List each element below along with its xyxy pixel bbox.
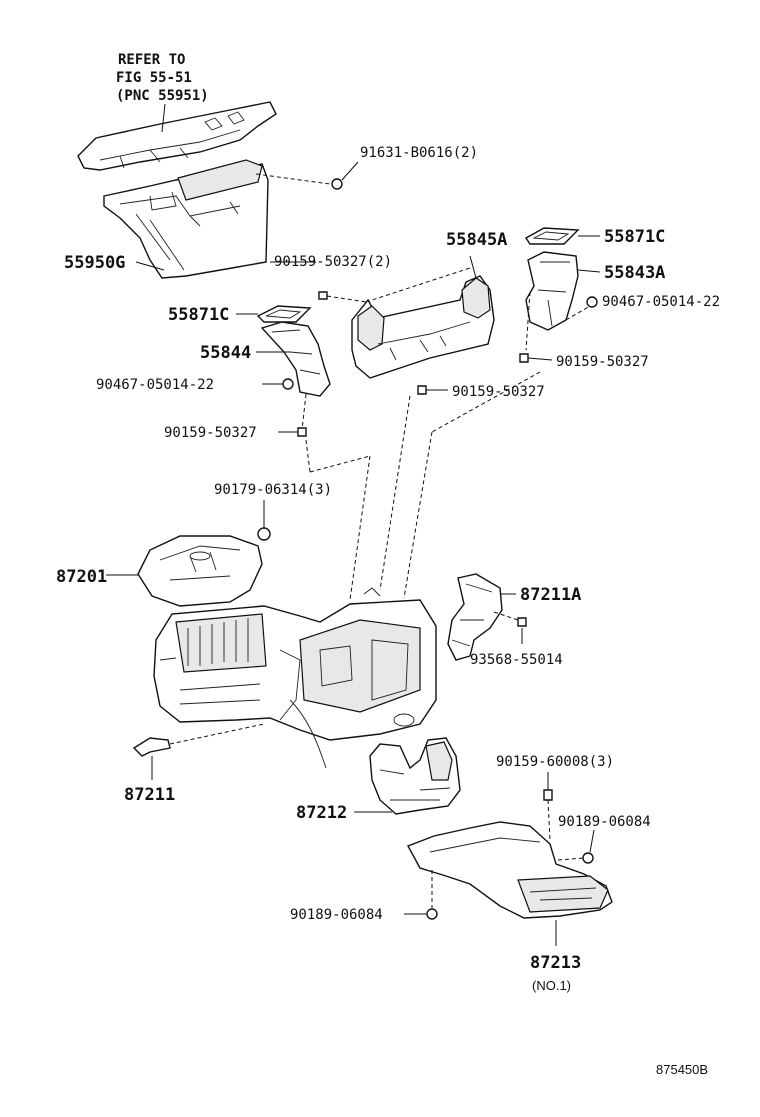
center-duct-55845a [351,255,495,379]
clip-87211 [132,723,265,780]
label-87211: 87211 [124,785,175,805]
clip-90467-left [262,378,294,390]
label-90159-50327-2: 90159-50327(2) [274,254,392,270]
reference-note: REFER TO FIG 55-51 (PNC 55951) [116,52,209,104]
duct-87211a [447,573,516,661]
reference-line-1: REFER TO [118,52,185,68]
label-90189-left: 90189-06084 [290,907,383,923]
reference-line-2: FIG 55-51 [116,70,192,86]
cover-87201 [106,535,263,607]
screw-90159-60008 [543,772,553,841]
label-55843a: 55843A [604,263,665,283]
duct-55950g [103,159,269,279]
screw-93568 [493,611,527,644]
label-87213: 87213 [530,953,581,973]
alignment-lines [305,371,541,601]
clip-90189-right [557,829,595,864]
label-93568: 93568-55014 [470,652,563,668]
heater-unit-assembly [153,587,437,769]
label-90189-right: 90189-06084 [558,814,651,830]
label-55844: 55844 [200,343,251,363]
screw-90159-50327-2 [270,261,471,303]
label-90467-right: 90467-05014-22 [602,294,720,310]
label-55950g: 55950G [64,253,125,273]
gasket-55871c-left [236,305,312,323]
label-90467-left: 90467-05014-22 [96,377,214,393]
label-55871c-right: 55871C [604,227,665,247]
label-87211a: 87211A [520,585,581,605]
reference-line-3: (PNC 55951) [116,88,209,104]
label-55871c-left: 55871C [168,305,229,325]
duct-55844 [256,321,331,431]
label-90159-50327-right: 90159-50327 [556,354,649,370]
duct-87213 [407,821,613,946]
screw-90159-50327-left [278,427,307,437]
label-90179: 90179-06314(3) [214,482,332,498]
screw-90159-50327-center [417,385,448,395]
gasket-55871c-right [524,227,600,245]
label-87213-sub: (NO.1) [532,978,571,993]
diagram-code: 875450B [656,1062,708,1077]
label-91631: 91631-B0616(2) [360,145,478,161]
label-90159-60008: 90159-60008(3) [496,754,614,770]
label-55845a: 55845A [446,230,507,250]
nut-90179 [257,500,271,541]
clip-90467-right [565,296,598,321]
clip-90189-left [404,870,438,920]
label-90159-50327-left: 90159-50327 [164,425,257,441]
upper-panel-55951 [77,101,277,171]
label-87212: 87212 [296,803,347,823]
label-87201: 87201 [56,567,107,587]
screw-91631 [255,161,359,190]
duct-87212 [354,737,461,815]
label-90159-50327-center: 90159-50327 [452,384,545,400]
screw-90159-50327-right [519,353,553,363]
